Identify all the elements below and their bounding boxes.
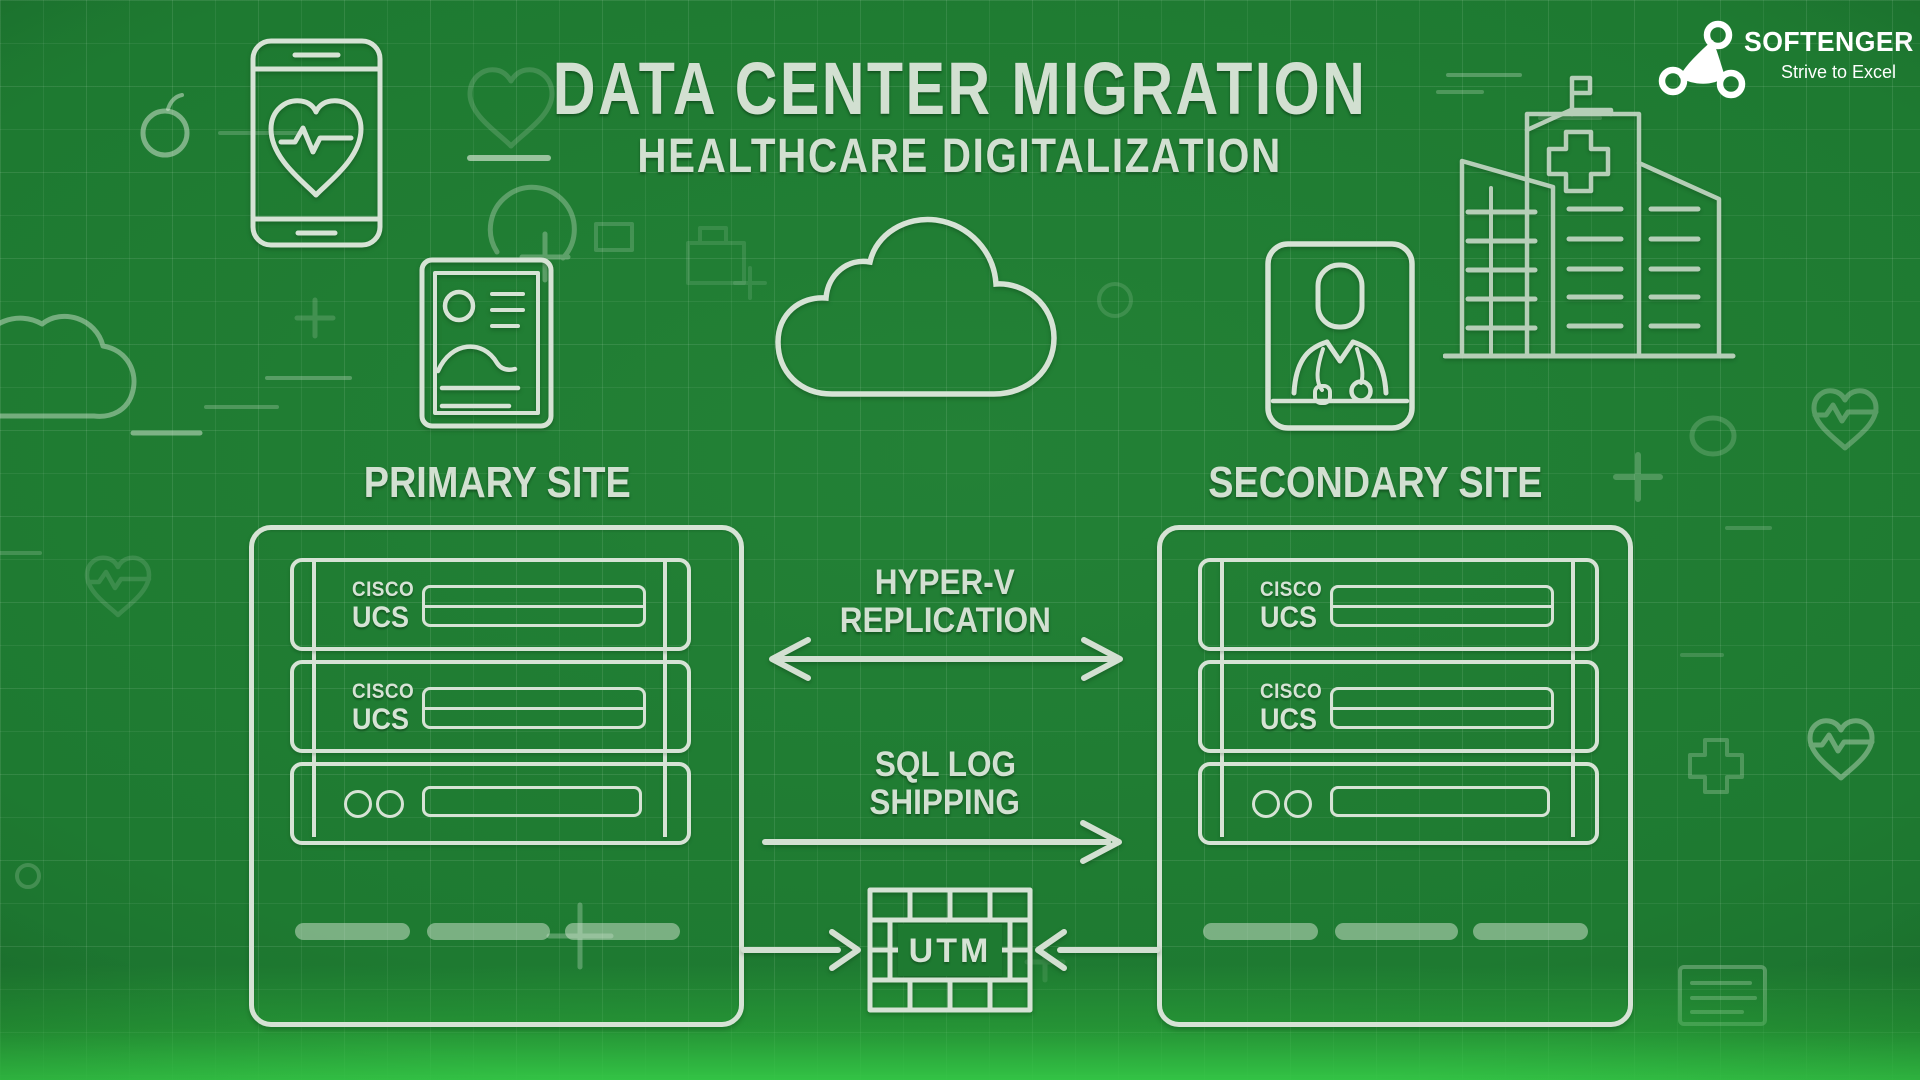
heart-pulse-doodle-right-bottom	[1807, 718, 1875, 781]
page-subtitle: HEALTHCARE DIGITALIZATION	[637, 130, 1283, 184]
rack-rail	[1571, 558, 1575, 837]
port-indicator	[376, 790, 404, 818]
server-bay	[1330, 687, 1554, 729]
server-brand: CISCO	[352, 680, 415, 703]
patient-card-icon	[419, 257, 554, 429]
page-title: DATA CENTER MIGRATION	[552, 47, 1368, 130]
line-doodles	[0, 73, 1772, 657]
secondary-server-2: CISCO UCS	[1198, 660, 1599, 753]
server-bay	[422, 786, 642, 817]
port-indicator	[1252, 790, 1280, 818]
hospital-icon	[1443, 75, 1736, 359]
utm-right-connector-arrow-icon	[1035, 929, 1160, 971]
arc-plus-doodle	[487, 184, 634, 283]
rack-dash	[295, 923, 410, 940]
rack-rail	[1220, 558, 1224, 837]
rack-dash	[565, 923, 680, 940]
secondary-server-1: CISCO UCS	[1198, 558, 1599, 651]
circle-doodle-mid	[1097, 282, 1133, 318]
cloud-icon	[775, 216, 1057, 397]
apple-circle-doodle	[140, 93, 307, 158]
rack-dash	[427, 923, 550, 940]
rooftop-doodles	[686, 226, 746, 285]
server-model: UCS	[352, 703, 410, 736]
secondary-site-label: SECONDARY SITE	[1207, 458, 1543, 507]
logo-tagline: Strive to Excel	[1780, 62, 1896, 82]
utm-left-connector-arrow-icon	[741, 929, 861, 971]
secondary-server-3	[1198, 762, 1599, 845]
heart-doodle-top	[467, 67, 555, 149]
primary-server-2: CISCO UCS	[290, 660, 691, 753]
rack-rail	[663, 558, 667, 837]
utm-label: UTM	[908, 932, 992, 970]
server-brand: CISCO	[352, 578, 415, 601]
server-brand: CISCO	[1260, 578, 1323, 601]
sql-log-shipping-label: SQL LOG SHIPPING	[869, 745, 1021, 822]
port-indicator	[344, 790, 372, 818]
sql-right-arrow-icon	[762, 820, 1122, 864]
rack-dash	[1203, 923, 1318, 940]
primary-server-1: CISCO UCS	[290, 558, 691, 651]
port-indicator	[1284, 790, 1312, 818]
server-brand: CISCO	[1260, 680, 1323, 703]
hyperv-replication-label: HYPER-V REPLICATION	[839, 563, 1051, 640]
circle-doodle-bottom-left	[15, 863, 41, 889]
doctor-card-icon	[1265, 241, 1415, 431]
rack-rail	[312, 558, 316, 837]
medical-cross-doodle	[1688, 738, 1744, 794]
primary-site-label: PRIMARY SITE	[363, 458, 631, 507]
heart-pulse-doodle-left	[84, 555, 152, 618]
logo-brand: SOFTENGER	[1744, 26, 1914, 57]
server-model: UCS	[1260, 703, 1318, 736]
heart-pulse-doodle-right-top	[1811, 388, 1879, 451]
softenger-logo-text: SOFTENGER Strive to Excel	[1744, 26, 1913, 83]
rack-dash	[1473, 923, 1588, 940]
secondary-site-box	[1157, 525, 1633, 1027]
primary-site-box	[249, 525, 744, 1027]
oval-doodle-right	[1689, 415, 1737, 457]
rack-dash	[1335, 923, 1458, 940]
hyperv-double-arrow-icon	[769, 637, 1123, 681]
server-bay	[422, 687, 646, 729]
header: DATA CENTER MIGRATION HEALTHCARE DIGITAL…	[0, 48, 1920, 184]
server-bay	[1330, 786, 1550, 817]
server-bay	[1330, 585, 1554, 627]
smartphone-health-icon	[250, 38, 383, 248]
primary-server-3	[290, 762, 691, 845]
firewall-utm-icon	[867, 887, 1033, 1013]
server-bay	[422, 585, 646, 627]
softenger-logo-icon	[1658, 20, 1746, 99]
server-model: UCS	[1260, 601, 1318, 634]
server-model: UCS	[352, 601, 410, 634]
cloud-doodle-left	[0, 313, 137, 419]
